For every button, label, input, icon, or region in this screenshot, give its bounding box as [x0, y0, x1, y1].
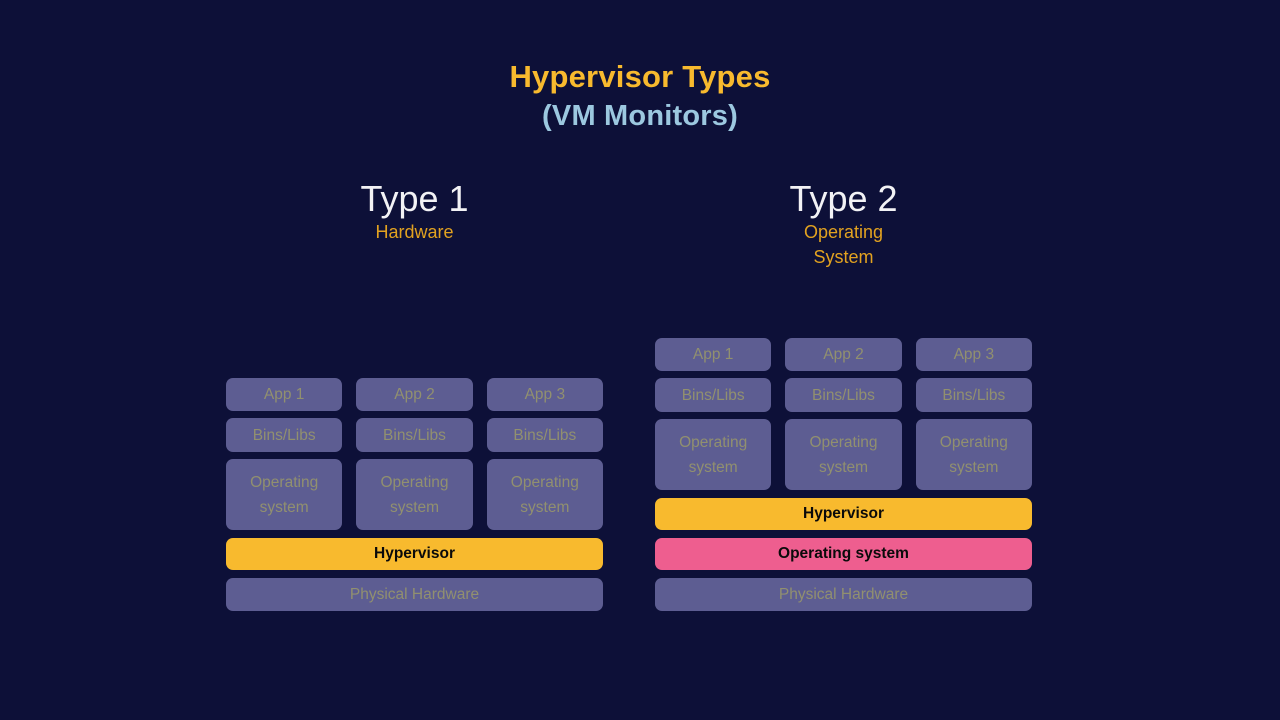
guest-os-line-2: system [688, 458, 738, 476]
app-box-3: App 3 [915, 338, 1032, 371]
guest-os-line-1: Operating [679, 433, 748, 451]
guest-os-line-1: Operating [510, 473, 579, 491]
bins-libs-box-1: Bins/Libs [655, 378, 772, 412]
hypervisor-bar: Hypervisor [226, 538, 603, 570]
page-title: Hypervisor Types [509, 59, 771, 94]
type-1-heading: Type 1 [360, 178, 469, 219]
column-heading-type-1: Type 1 Hardware [226, 178, 603, 245]
bins-libs-row: Bins/Libs Bins/Libs Bins/Libs [655, 378, 1032, 412]
guest-os-line-1: Operating [939, 433, 1008, 451]
guest-os-line-1: Operating [380, 473, 449, 491]
type-2-subheading-line-2: System [813, 247, 874, 267]
type-2-heading: Type 2 [789, 178, 898, 219]
physical-hardware-bar: Physical Hardware [655, 578, 1032, 611]
guest-os-line-2: system [259, 498, 309, 516]
guest-os-box-2: Operating system [356, 459, 473, 530]
guest-os-line-2: system [389, 498, 440, 516]
bins-libs-row: Bins/Libs Bins/Libs Bins/Libs [226, 418, 603, 452]
guest-os-line-1: Operating [250, 473, 319, 491]
hypervisor-bar: Hypervisor [655, 498, 1032, 530]
page-subtitle: (VM Monitors) [542, 100, 738, 132]
type-1-subheading: Hardware [375, 222, 454, 242]
bins-libs-box-3: Bins/Libs [486, 418, 603, 452]
type-2-subheading-line-1: Operating [803, 222, 884, 242]
app-box-1: App 1 [226, 378, 343, 411]
guest-os-box-1: Operating system [226, 459, 343, 530]
guest-os-line-2: system [520, 498, 570, 516]
bins-libs-box-3: Bins/Libs [915, 378, 1032, 412]
physical-hardware-bar: Physical Hardware [226, 578, 603, 611]
architecture-stack-type-1: App 1 App 2 App 3 Bins/Libs Bins/Libs Bi… [226, 378, 603, 611]
guest-os-line-1: Operating [809, 433, 878, 451]
app-box-3: App 3 [486, 378, 603, 411]
guest-os-box-3: Operating system [915, 419, 1032, 490]
bins-libs-box-2: Bins/Libs [785, 378, 902, 412]
app-box-2: App 2 [785, 338, 902, 371]
guest-os-box-1: Operating system [655, 419, 772, 490]
column-heading-type-2: Type 2 Operating System [655, 178, 1032, 270]
guest-os-row: Operating system Operating system Operat… [226, 459, 603, 530]
app-box-1: App 1 [655, 338, 772, 371]
architecture-stack-type-2: App 1 App 2 App 3 Bins/Libs Bins/Libs Bi… [655, 338, 1032, 611]
guest-os-box-3: Operating system [486, 459, 603, 530]
guest-os-line-2: system [818, 458, 869, 476]
guest-os-box-2: Operating system [785, 419, 902, 490]
bins-libs-box-1: Bins/Libs [226, 418, 343, 452]
app-row: App 1 App 2 App 3 [655, 338, 1032, 371]
host-operating-system-bar: Operating system [655, 538, 1032, 570]
guest-os-row: Operating system Operating system Operat… [655, 419, 1032, 490]
bins-libs-box-2: Bins/Libs [356, 418, 473, 452]
app-box-2: App 2 [356, 378, 473, 411]
app-row: App 1 App 2 App 3 [226, 378, 603, 411]
guest-os-line-2: system [949, 458, 999, 476]
title-block: Hypervisor Types (VM Monitors) [0, 57, 1280, 136]
